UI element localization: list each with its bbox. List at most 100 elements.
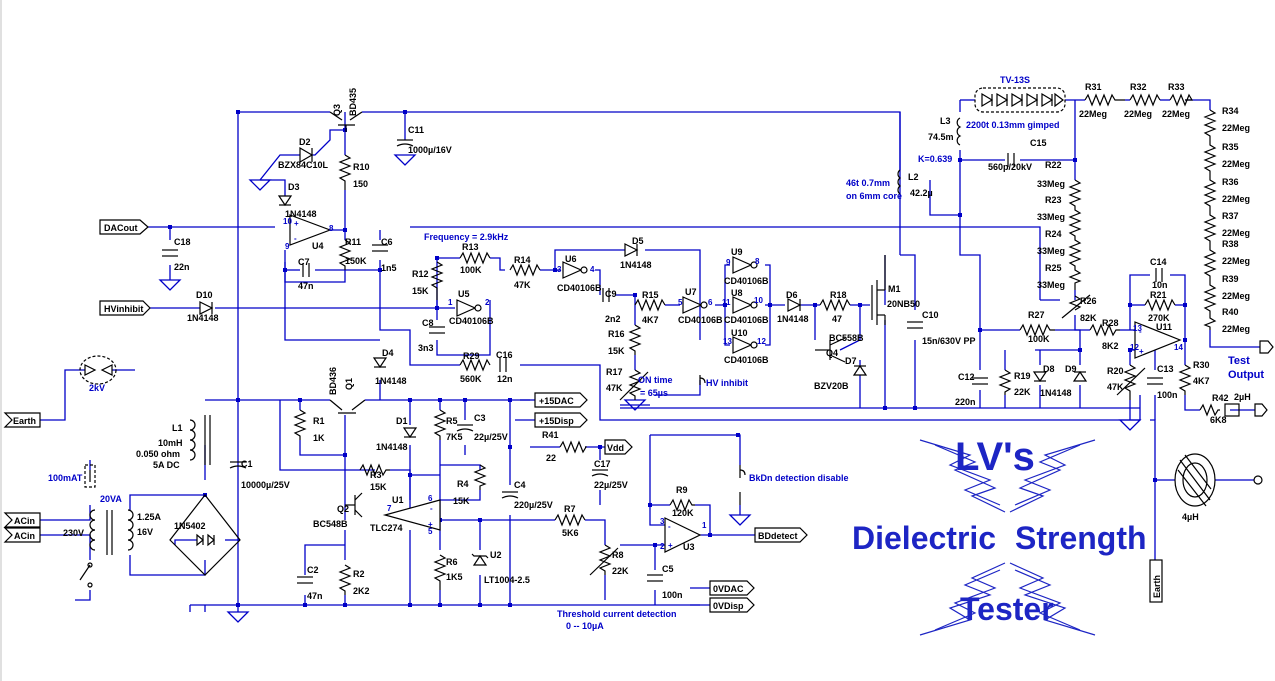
component-label: 8 (755, 257, 760, 266)
component-label: HV inhibit (706, 378, 748, 388)
component-label: 150K (345, 256, 367, 266)
component-label: C9 (605, 289, 617, 299)
r4-resistor (473, 464, 487, 490)
u8-inverter (732, 296, 758, 314)
component-label: R10 (353, 162, 370, 172)
component-label: R21 (1150, 290, 1167, 300)
component-label: R4 (457, 479, 469, 489)
component-label: C10 (922, 310, 939, 320)
component-label: 12n (497, 374, 513, 384)
component-label: R41 (542, 430, 559, 440)
c7-capacitor (302, 263, 310, 277)
component-label: D4 (382, 348, 394, 358)
component-label: 33Meg (1037, 246, 1065, 256)
component-label: C4 (514, 480, 526, 490)
component-label: R24 (1045, 229, 1062, 239)
hvinhibit-port (99, 300, 151, 316)
test-output-port-2 (1254, 403, 1268, 417)
bddetect-port (754, 527, 808, 543)
component-label: LT1004-2.5 (484, 575, 530, 585)
u10-inverter (732, 336, 758, 354)
ovdac-label: 0VDAC (713, 584, 744, 594)
r2-resistor (338, 564, 352, 595)
component-label: R39 (1222, 274, 1239, 284)
acin-label-2: ACin (14, 531, 35, 541)
component-label: R28 (1102, 318, 1119, 328)
r11-resistor (338, 239, 352, 270)
component-label: 22Meg (1222, 228, 1250, 238)
component-label: 2kV (89, 383, 105, 393)
component-label: 1N4148 (620, 260, 652, 270)
component-label: R17 (606, 367, 623, 377)
l1-inductor (189, 415, 211, 465)
component-label: 22n (174, 262, 190, 272)
r21-resistor (1144, 298, 1176, 312)
component-label: 47K (606, 383, 623, 393)
title: LV's Dielectric Strength Tester (852, 435, 1147, 627)
l4-inductor (1224, 403, 1240, 417)
component-label: C16 (496, 350, 513, 360)
component-label: 7K5 (446, 432, 463, 442)
component-label: U4 (312, 241, 324, 251)
component-label: + (428, 520, 433, 529)
r32-resistor (1129, 93, 1161, 107)
component-label: CD40106B (724, 355, 769, 365)
component-label: K=0.639 (918, 154, 952, 164)
component-label: 11 (722, 298, 731, 307)
component-label: 22Meg (1222, 256, 1250, 266)
component-label: 74.5m (928, 132, 954, 142)
component-label: D7 (845, 356, 857, 366)
component-label: 5A DC (153, 460, 180, 470)
component-label: C3 (474, 413, 486, 423)
r5-resistor (433, 409, 447, 440)
ovdac-port (709, 580, 755, 596)
component-label: 15K (370, 482, 387, 492)
component-label: 10mH (158, 438, 183, 448)
component-label: 22µ/25V (594, 480, 628, 490)
component-label: 2200t 0.13mm gimped (966, 120, 1060, 130)
component-label: 1 (702, 521, 707, 530)
component-label: Q2 (337, 504, 349, 514)
component-label: C6 (381, 237, 393, 247)
component-label: 10 (754, 296, 763, 305)
component-label: 14 (1174, 343, 1183, 352)
d4-diode (372, 357, 388, 369)
component-label: 1K (313, 433, 325, 443)
component-label: R13 (462, 242, 479, 252)
component-label: D1 (396, 416, 408, 426)
c9-capacitor (602, 288, 610, 302)
component-label: C7 (298, 257, 310, 267)
component-label: 4K7 (1193, 376, 1210, 386)
c12-capacitor (972, 377, 988, 385)
component-label: 120K (672, 508, 694, 518)
c2-capacitor (297, 576, 313, 584)
component-label: 22Meg (1222, 324, 1250, 334)
earth-label: Earth (13, 416, 36, 426)
component-label: 100n (1157, 390, 1178, 400)
c14-capacitor (1155, 268, 1163, 282)
p15disp-port (534, 412, 588, 428)
component-label: 15n/630V PP (922, 336, 976, 346)
component-label: L1 (172, 423, 183, 433)
c15-capacitor (1007, 153, 1015, 167)
component-label: 270K (1148, 313, 1170, 323)
r10-resistor (338, 154, 352, 190)
component-label: 16V (137, 527, 153, 537)
component-label: 22µ/25V (474, 432, 508, 442)
l2-inductor (897, 169, 901, 195)
component-label: Frequency = 2.9kHz (424, 232, 509, 242)
r13-resistor (459, 251, 491, 265)
component-label: 6K8 (1210, 415, 1227, 425)
title-line-3: Tester (960, 591, 1054, 627)
component-label: 33Meg (1037, 179, 1065, 189)
component-label: 10n (1152, 280, 1168, 290)
mains-switch (79, 562, 93, 588)
component-label: 22 (546, 453, 556, 463)
component-label: 8 (329, 224, 334, 233)
component-label: R14 (514, 255, 531, 265)
tv13s-diode-stack (974, 87, 1066, 113)
component-label: R27 (1028, 310, 1045, 320)
c8-capacitor (429, 326, 445, 334)
component-label: 2K2 (353, 586, 370, 596)
